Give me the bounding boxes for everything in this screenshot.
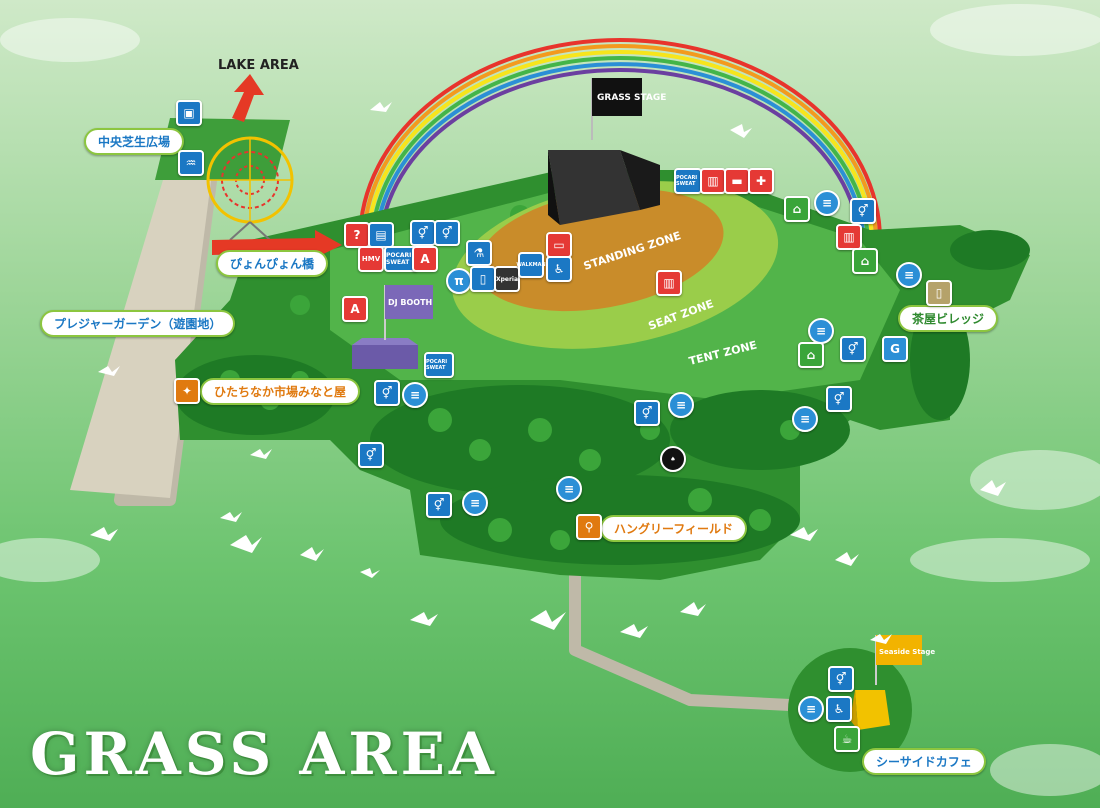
water-icon[interactable]: ≡ [798, 696, 824, 722]
birds [90, 102, 1006, 644]
dj-booth-flag-text: DJ BOOTH [388, 298, 432, 307]
toilet-icon[interactable]: ⚥ [850, 198, 876, 224]
place-pleasure-garden[interactable]: プレジャーガーデン（遊園地） [40, 310, 236, 337]
water-icon[interactable]: ⚗ [466, 240, 492, 266]
place-chaya-village[interactable]: 茶屋ビレッジ [898, 305, 999, 332]
drink-icon[interactable]: ▥ [700, 168, 726, 194]
food-icon[interactable]: ⚲ [576, 514, 602, 540]
aed-icon[interactable]: A [342, 296, 368, 322]
water-icon[interactable]: ≡ [402, 382, 428, 408]
wheelchair-icon[interactable]: ♿ [826, 696, 852, 722]
water-icon[interactable]: ≡ [808, 318, 834, 344]
toilet-icon[interactable]: ⚥ [434, 220, 460, 246]
water-icon[interactable]: ≡ [814, 190, 840, 216]
locker-icon[interactable]: ▤ [368, 222, 394, 248]
hmv-logo: HMV [358, 246, 384, 272]
toilet-icon[interactable]: ⚥ [358, 442, 384, 468]
water-icon[interactable]: ≡ [896, 262, 922, 288]
place-seaside-cafe[interactable]: シーサイドカフェ [862, 748, 986, 775]
tent-icon[interactable]: ⌂ [784, 196, 810, 222]
place-chuo-shibafu[interactable]: 中央芝生広場 [84, 128, 185, 155]
tent-icon[interactable]: ⌂ [798, 342, 824, 368]
grass-stage-building: GRASS STAGE [548, 78, 666, 225]
grass-stage-flag-text: GRASS STAGE [597, 93, 666, 103]
locker-icon[interactable]: ▯ [470, 266, 496, 292]
water-icon[interactable]: ≡ [462, 490, 488, 516]
toilet-icon[interactable]: ⚥ [426, 492, 452, 518]
aed-icon[interactable]: A [412, 246, 438, 272]
drink-icon[interactable]: ▥ [656, 270, 682, 296]
jack-daniels-logo: ♠ [660, 446, 686, 472]
place-pyonpyon-bashi[interactable]: ぴょんぴょん橋 [216, 250, 329, 277]
lake-area-label[interactable]: LAKE AREA [218, 58, 299, 73]
food-icon[interactable]: ☕ [834, 726, 860, 752]
clouds [0, 4, 1100, 796]
toilet-icon[interactable]: ⚥ [634, 400, 660, 426]
locker-icon[interactable]: ▣ [176, 100, 202, 126]
xperia-logo: Xperia [494, 266, 520, 292]
water-icon[interactable]: ≡ [556, 476, 582, 502]
toilet-icon[interactable]: ⚥ [410, 220, 436, 246]
toilet-icon[interactable]: ⚥ [828, 666, 854, 692]
pocari-logo: POCARI SWEAT [674, 168, 702, 194]
water-icon[interactable]: π [446, 268, 472, 294]
dj-booth: DJ BOOTH [352, 285, 433, 369]
toilet-icon[interactable]: ⚥ [826, 386, 852, 412]
place-hungry-field[interactable]: ハングリーフィールド [600, 515, 748, 542]
seaside-stage-flag-text: Seaside Stage [879, 648, 935, 656]
first-aid-icon[interactable]: ▬ [724, 168, 750, 194]
wheelchair-icon[interactable]: ♿ [546, 256, 572, 282]
first-aid-icon[interactable]: ▭ [546, 232, 572, 258]
water-icon[interactable]: ≡ [792, 406, 818, 432]
tent-icon[interactable]: ⌂ [852, 248, 878, 274]
rainbow [358, 38, 882, 251]
info-icon[interactable]: ? [344, 222, 370, 248]
ferris-wheel [206, 136, 294, 241]
arrow-to-lake-area[interactable] [232, 74, 264, 122]
pocari-logo: POCARI SWEAT [424, 352, 454, 378]
seaside-stage: Seaside Stage [850, 635, 935, 730]
info-icon[interactable]: G [882, 336, 908, 362]
food-icon[interactable]: ✦ [174, 378, 200, 404]
toilet-icon[interactable]: ⚥ [374, 380, 400, 406]
water-icon[interactable]: ≡ [668, 392, 694, 418]
toilet-icon[interactable]: ⚥ [840, 336, 866, 362]
water-icon[interactable]: ♒ [178, 150, 204, 176]
first-aid-icon[interactable]: ✚ [748, 168, 774, 194]
drink-icon[interactable]: ▯ [926, 280, 952, 306]
place-hitachinaka[interactable]: ひたちなか市場みなと屋 [200, 378, 361, 405]
area-title: GRASS AREA [30, 720, 498, 788]
walkman-logo: WALKMAN [516, 252, 546, 278]
drink-icon[interactable]: ▥ [836, 224, 862, 250]
